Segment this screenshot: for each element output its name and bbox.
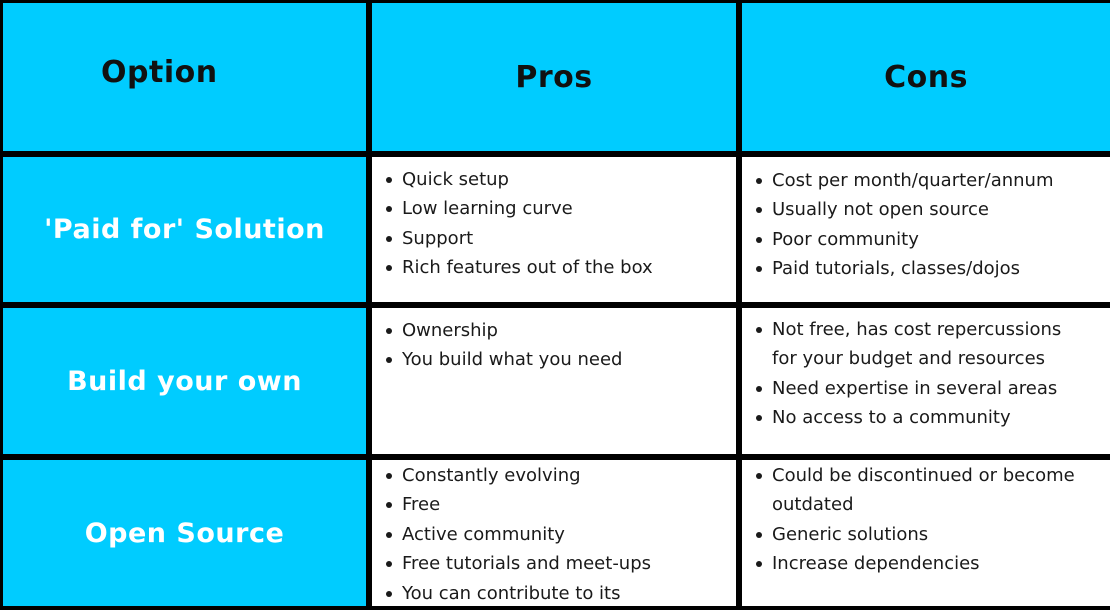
- header-pros: Pros: [515, 59, 593, 95]
- row-label-cell: Build your own: [3, 308, 366, 454]
- pros-list: Quick setup Low learning curve Support R…: [384, 165, 653, 283]
- list-item: Cost per month/quarter/annum: [754, 166, 1054, 195]
- pros-list: Constantly evolving Free Active communit…: [384, 461, 651, 608]
- cons-list: Cost per month/quarter/annum Usually not…: [754, 166, 1054, 284]
- cons-cell: Not free, has cost repercussions for you…: [742, 308, 1110, 454]
- row-label-cell: 'Paid for' Solution: [3, 157, 366, 302]
- list-item: Ownership: [384, 316, 622, 345]
- cons-cell: Cost per month/quarter/annum Usually not…: [742, 157, 1110, 302]
- list-item: Usually not open source: [754, 195, 1054, 224]
- pros-cell: Quick setup Low learning curve Support R…: [372, 157, 736, 302]
- cons-cell: Could be discontinued or become outdated…: [742, 460, 1110, 606]
- list-item: Not free, has cost repercussions for you…: [754, 315, 1061, 374]
- header-cons-cell: Cons: [742, 3, 1110, 151]
- list-item: Active community: [384, 520, 651, 549]
- list-item: Generic solutions: [754, 520, 1075, 549]
- list-item: Free tutorials and meet-ups: [384, 549, 651, 578]
- header-option-cell: Option: [3, 3, 366, 151]
- list-item: Poor community: [754, 225, 1054, 254]
- list-item: Increase dependencies: [754, 549, 1075, 578]
- list-item: You build what you need: [384, 345, 622, 374]
- cons-list: Not free, has cost repercussions for you…: [754, 315, 1061, 433]
- list-item: No access to a community: [754, 403, 1061, 432]
- list-item: Free: [384, 490, 651, 519]
- list-item: Low learning curve: [384, 194, 653, 223]
- header-option: Option: [101, 55, 218, 90]
- row-label-cell: Open Source: [3, 460, 366, 606]
- list-item: Need expertise in several areas: [754, 374, 1061, 403]
- list-item: Rich features out of the box: [384, 253, 653, 282]
- list-item: Could be discontinued or become outdated: [754, 461, 1075, 520]
- list-item: Constantly evolving: [384, 461, 651, 490]
- row-label-paid-solution: 'Paid for' Solution: [44, 214, 325, 245]
- list-item: Paid tutorials, classes/dojos: [754, 254, 1054, 283]
- row-label-build-your-own: Build your own: [67, 365, 302, 397]
- pros-cell: Ownership You build what you need: [372, 308, 736, 454]
- header-cons: Cons: [884, 59, 968, 95]
- cons-list: Could be discontinued or become outdated…: [754, 461, 1075, 579]
- list-item: Support: [384, 224, 653, 253]
- list-item: Quick setup: [384, 165, 653, 194]
- pros-list: Ownership You build what you need: [384, 316, 622, 375]
- row-label-open-source: Open Source: [84, 517, 285, 549]
- list-item: You can contribute to its: [384, 579, 651, 608]
- pros-cell: Constantly evolving Free Active communit…: [372, 460, 736, 606]
- header-pros-cell: Pros: [372, 3, 736, 151]
